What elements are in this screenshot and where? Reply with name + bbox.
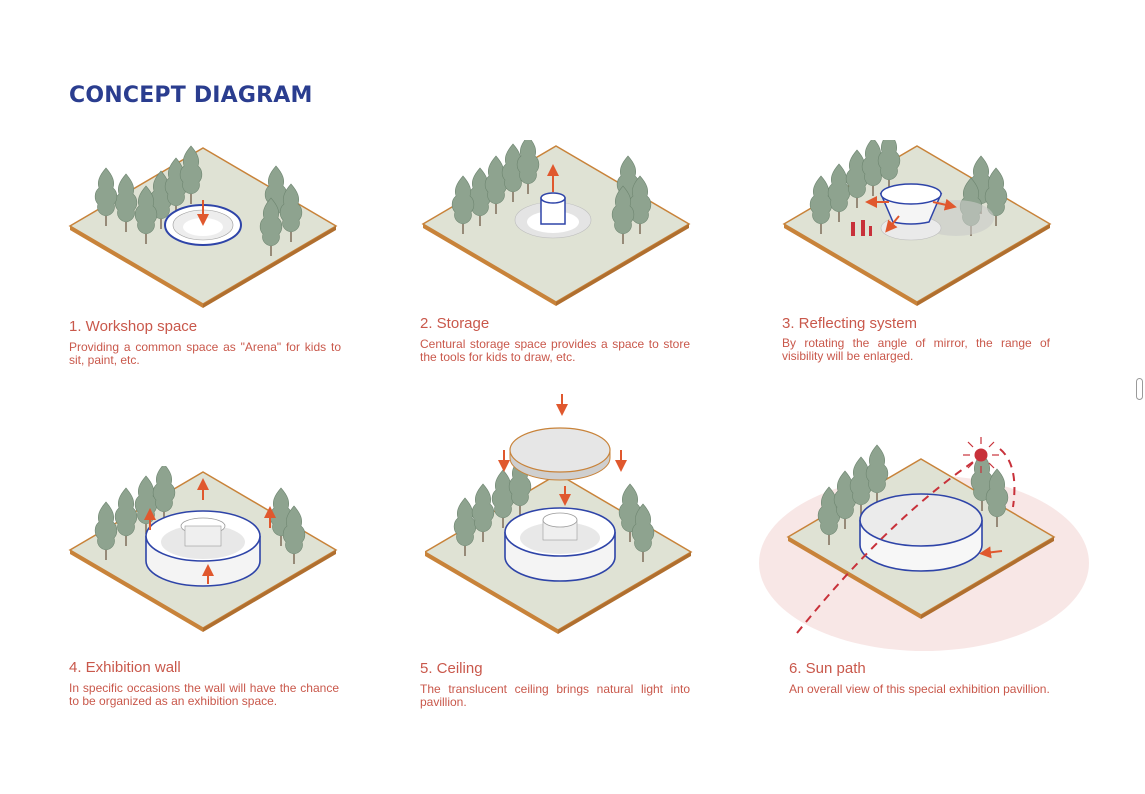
reflecting-system-diagram [783, 140, 1051, 307]
panel-4-title: 4. Exhibition wall [69, 659, 181, 676]
panel-6-text: An overall view of this special exhibiti… [789, 682, 1050, 696]
exhibition-wall-diagram [69, 466, 337, 633]
page-title: CONCEPT DIAGRAM [69, 83, 313, 108]
panel-1-text: Providing a common space as "Arena" for … [69, 340, 341, 367]
panel-5-title: 5. Ceiling [420, 660, 483, 677]
panel-5-text: The translucent ceiling brings natural l… [420, 682, 690, 709]
panel-2-title: 2. Storage [420, 315, 490, 332]
panel-3-title: 3. Reflecting system [782, 315, 918, 332]
panel-4-text: In specific occasions the wall will have… [69, 681, 339, 708]
ceiling-diagram [425, 394, 692, 635]
panel-2-text: Centural storage space provides a space … [420, 337, 690, 364]
panel-3-text: By rotating the angle of mirror, the ran… [782, 336, 1050, 363]
panel-6-title: 6. Sun path [789, 660, 866, 677]
storage-diagram [422, 140, 690, 307]
sun-path-diagram [759, 437, 1089, 651]
panel-1-title: 1. Workshop space [69, 318, 198, 335]
workshop-space-diagram [69, 145, 337, 309]
scrollbar-thumb[interactable] [1136, 378, 1143, 400]
